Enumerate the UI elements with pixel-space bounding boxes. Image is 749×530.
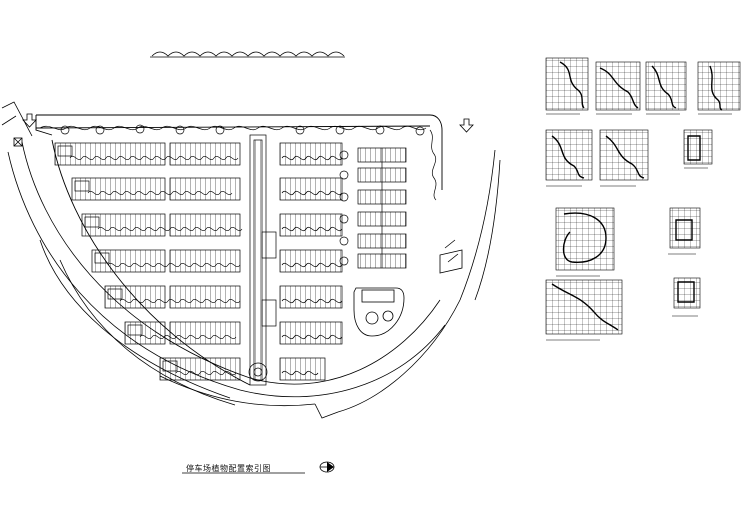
central-green-strip (248, 134, 277, 386)
down-arrow-icon (459, 118, 474, 133)
detail-sheet (555, 207, 615, 277)
detail-sheet (668, 207, 701, 255)
round-pavilion (353, 287, 405, 337)
detail-sheet (697, 61, 741, 115)
far-right-parking-bays (339, 147, 407, 269)
drawing-title: 停车场植物配置索引图 (186, 464, 271, 473)
middle-parking-blocks (169, 142, 241, 345)
detail-sheet (595, 61, 641, 115)
detail-sheets (545, 57, 741, 341)
detail-sheet (645, 61, 687, 115)
left-parking-blocks (54, 142, 241, 381)
detail-sheet (545, 129, 593, 187)
right-parking-blocks (279, 142, 343, 381)
detail-sheet (545, 279, 623, 341)
detail-sheet (545, 57, 589, 115)
down-arrow-icon (22, 113, 37, 128)
site-boundary-roads (1, 101, 501, 419)
detail-sheet (672, 277, 701, 317)
top-wave-decoration (151, 51, 345, 57)
north-arrow-icon (319, 461, 335, 473)
row-trees (69, 156, 243, 375)
detail-sheet (599, 129, 649, 187)
top-tree-row (39, 124, 437, 201)
detail-sheet (683, 129, 713, 169)
